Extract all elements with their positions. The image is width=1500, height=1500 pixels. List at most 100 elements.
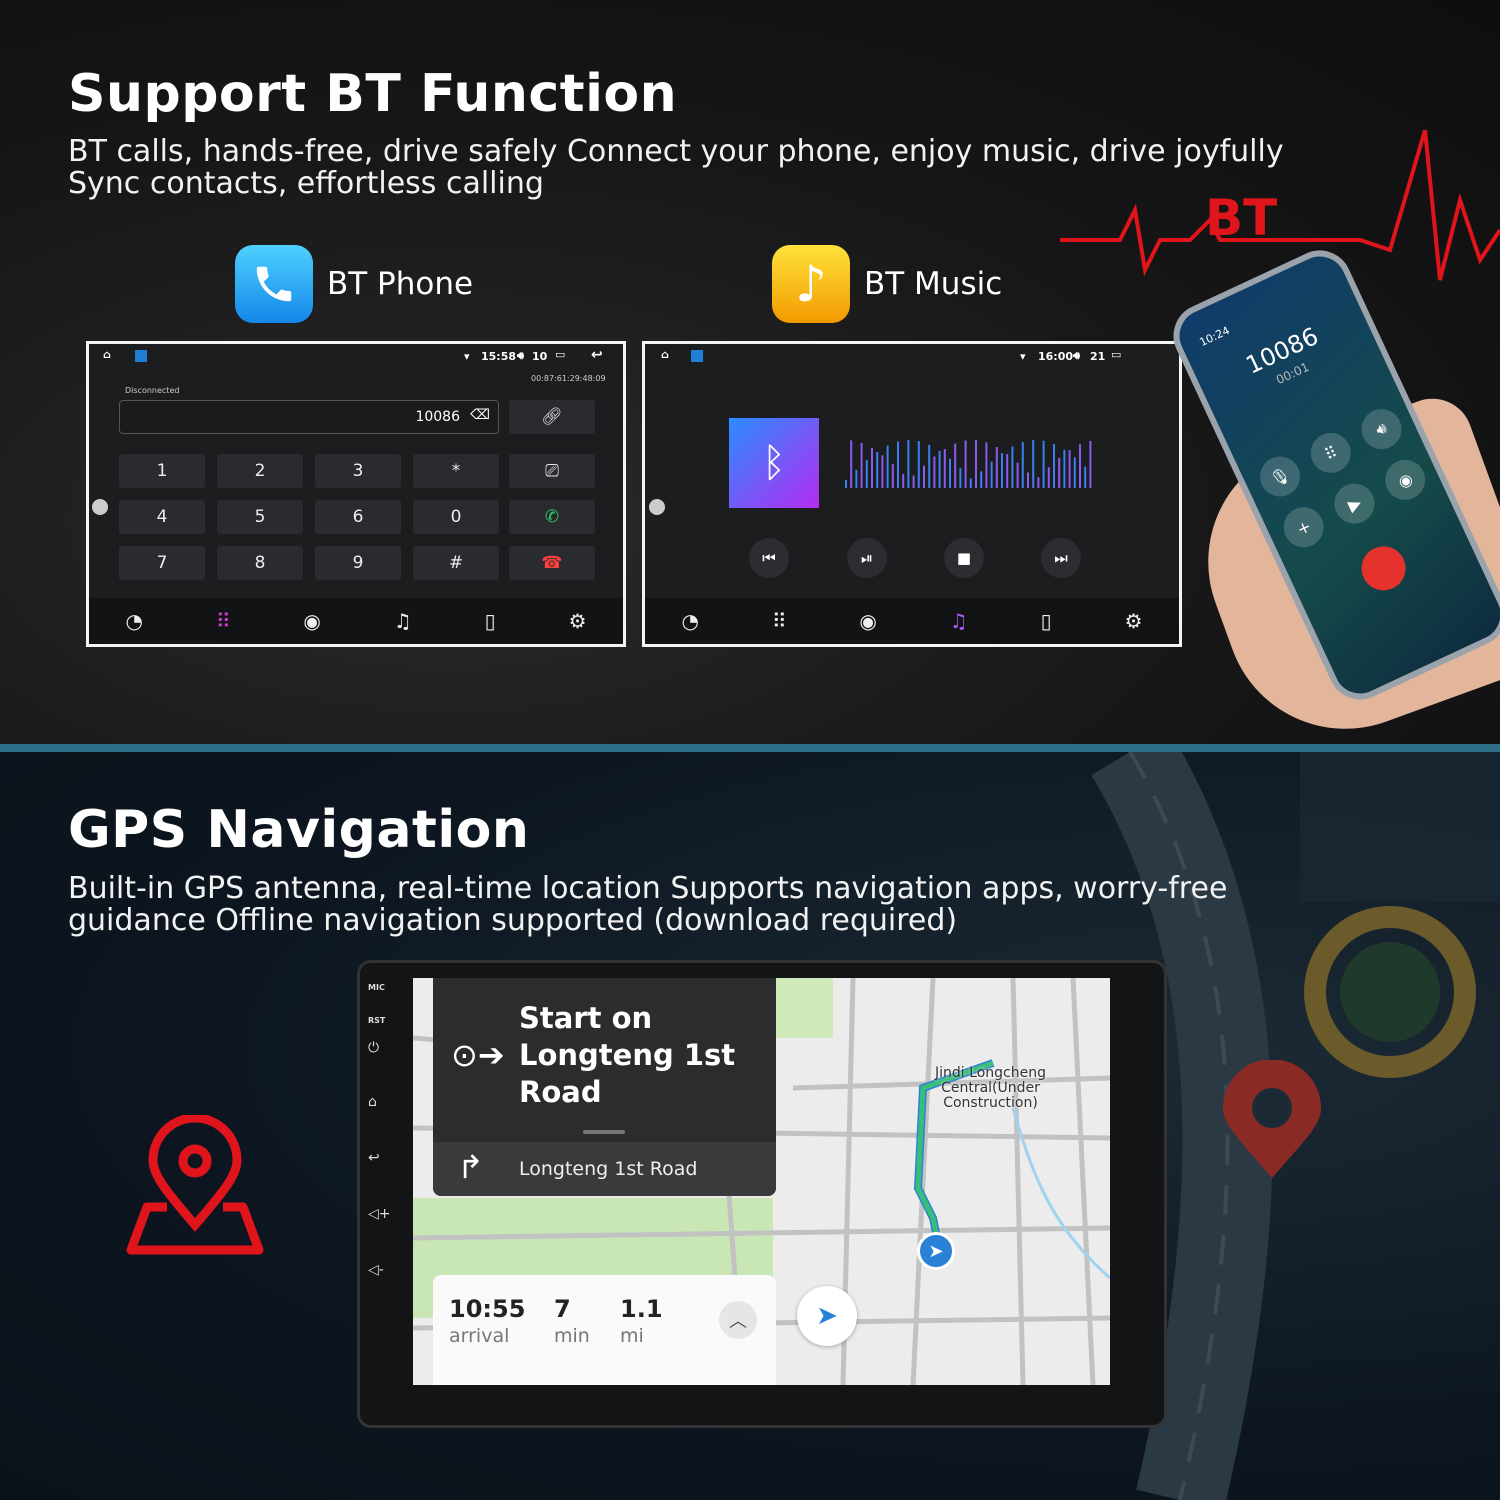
- map-road: [1010, 978, 1026, 1385]
- dial-value: 10086: [415, 409, 460, 425]
- start-route-icon: ⊙➔: [451, 1036, 505, 1074]
- card-handle[interactable]: [583, 1130, 625, 1134]
- dialpad-icon[interactable]: ⠿: [771, 609, 787, 633]
- navigation-map[interactable]: Jindi Longcheng Central(Under Constructi…: [413, 978, 1110, 1385]
- recenter-button[interactable]: ➤: [797, 1286, 857, 1346]
- mute-icon[interactable]: 🎙︎: [1253, 449, 1307, 504]
- power-icon[interactable]: ⏻: [368, 1040, 380, 1056]
- spectrum-bar: [891, 464, 894, 488]
- mic-indicator: [92, 499, 108, 515]
- album-art: ᛒ: [729, 418, 819, 508]
- key-5[interactable]: 5: [217, 500, 303, 534]
- spectrum-bar: [1042, 440, 1045, 488]
- map-background-art: [1091, 752, 1500, 1500]
- hangup-icon: ☎: [541, 553, 563, 573]
- call-icon: ✆: [544, 507, 560, 527]
- volume-up-icon[interactable]: ◁+: [368, 1206, 391, 1222]
- back-icon[interactable]: ↩: [368, 1150, 380, 1166]
- call-history-icon[interactable]: ◔: [125, 609, 143, 633]
- key-3[interactable]: 3: [315, 454, 401, 488]
- key-8[interactable]: 8: [217, 546, 303, 580]
- compass-arrow-icon: ➤: [816, 1301, 838, 1331]
- map-road: [1070, 978, 1096, 1385]
- recent-apps-icon[interactable]: ▭: [555, 348, 566, 361]
- spectrum-bar: [1079, 444, 1081, 488]
- home-icon[interactable]: ⌂: [103, 348, 111, 361]
- settings-icon[interactable]: ⚙: [568, 609, 587, 633]
- contacts-icon[interactable]: ◉: [303, 609, 321, 633]
- add-call-icon[interactable]: +: [1277, 500, 1331, 554]
- heartbeat-graphic: [1060, 130, 1500, 281]
- spectrum-bar: [964, 440, 967, 488]
- audio-switch-icon: ⎚: [545, 461, 559, 481]
- volume-down-icon[interactable]: ◁-: [368, 1262, 384, 1278]
- recent-apps-icon[interactable]: ▭: [1111, 348, 1122, 361]
- spectrum-bar: [923, 465, 925, 488]
- audio-switch-button[interactable]: ⎚: [509, 454, 595, 488]
- expand-button[interactable]: ︿: [719, 1301, 757, 1339]
- link-button[interactable]: 🔗︎: [509, 400, 595, 434]
- bt-phone-screen: ⌂ ▾ 15:58 🔊︎ 10 ▭ ↩ 00:87:61:29:48:09 Di…: [86, 341, 626, 647]
- key-hash[interactable]: #: [413, 546, 499, 580]
- spectrum-bar: [855, 469, 858, 488]
- facetime-icon[interactable]: ▶: [1327, 477, 1382, 531]
- bt-subtitle-line2: Sync contacts, effortless calling: [68, 166, 544, 201]
- stop-button[interactable]: ■: [944, 538, 984, 578]
- next-road: Longteng 1st Road: [519, 1158, 698, 1180]
- reset-button[interactable]: RST: [368, 1016, 386, 1025]
- backspace-icon[interactable]: ⌫: [470, 407, 490, 423]
- spectrum-bar: [954, 443, 957, 488]
- bt-music-app-icon[interactable]: ♪: [772, 245, 850, 323]
- bt-dock: ◔ ⠿ ◉ ♫ ▯ ⚙: [89, 598, 623, 644]
- spectrum-bar: [860, 442, 863, 488]
- next-button[interactable]: ⏭: [1041, 538, 1081, 578]
- device-icon[interactable]: ▯: [1040, 609, 1052, 633]
- section-divider: [0, 744, 1500, 752]
- spectrum-bar: [907, 440, 910, 488]
- music-icon[interactable]: ♫: [949, 609, 968, 633]
- speaker-icon[interactable]: 🔊︎: [1354, 402, 1409, 456]
- spectrum-bar: [1037, 477, 1040, 488]
- contacts-icon[interactable]: ◉: [1378, 453, 1432, 507]
- gps-subtitle-line2: guidance Offline navigation supported (d…: [68, 903, 958, 938]
- hangup-button[interactable]: ☎: [509, 546, 595, 580]
- map-road: [792, 1075, 1110, 1091]
- status-bar: ⌂ ▾ 16:00 🔊︎ 21 ▭: [645, 344, 1179, 370]
- spectrum-bar: [845, 480, 847, 488]
- play-pause-button[interactable]: ⏯: [847, 538, 887, 578]
- mac-address: 00:87:61:29:48:09: [531, 374, 606, 383]
- dialpad-icon[interactable]: ⠿: [215, 609, 231, 633]
- home-icon[interactable]: ⌂: [661, 348, 669, 361]
- dial-input[interactable]: 10086 ⌫: [119, 400, 499, 434]
- previous-button[interactable]: ⏮: [749, 538, 789, 578]
- contacts-icon[interactable]: ◉: [859, 609, 877, 633]
- music-icon[interactable]: ♫: [393, 609, 412, 633]
- call-history-icon[interactable]: ◔: [681, 609, 699, 633]
- settings-icon[interactable]: ⚙: [1124, 609, 1143, 633]
- bt-phone-app-icon[interactable]: [235, 245, 313, 323]
- key-9[interactable]: 9: [315, 546, 401, 580]
- keypad-icon[interactable]: ⠿: [1304, 426, 1358, 480]
- key-1[interactable]: 1: [119, 454, 205, 488]
- back-icon[interactable]: ↩: [591, 347, 603, 363]
- arrival-label: arrival: [449, 1325, 510, 1347]
- spectrum-bar: [917, 441, 920, 488]
- key-2[interactable]: 2: [217, 454, 303, 488]
- gps-title: GPS Navigation: [68, 800, 530, 860]
- spectrum-visualizer: [845, 440, 1092, 488]
- key-star[interactable]: *: [413, 454, 499, 488]
- call-button[interactable]: ✆: [509, 500, 595, 534]
- key-4[interactable]: 4: [119, 500, 205, 534]
- key-0[interactable]: 0: [413, 500, 499, 534]
- key-6[interactable]: 6: [315, 500, 401, 534]
- app-indicator-icon: [135, 350, 147, 362]
- bt-subtitle-line1: BT calls, hands-free, drive safely Conne…: [68, 134, 1284, 169]
- key-7[interactable]: 7: [119, 546, 205, 580]
- device-icon[interactable]: ▯: [484, 609, 496, 633]
- home-icon[interactable]: ⌂: [368, 1094, 377, 1110]
- spectrum-bar: [876, 452, 879, 488]
- spectrum-bar: [886, 445, 889, 488]
- spectrum-bar: [959, 468, 962, 488]
- end-call-button[interactable]: [1354, 539, 1413, 598]
- spectrum-bar: [1006, 454, 1009, 488]
